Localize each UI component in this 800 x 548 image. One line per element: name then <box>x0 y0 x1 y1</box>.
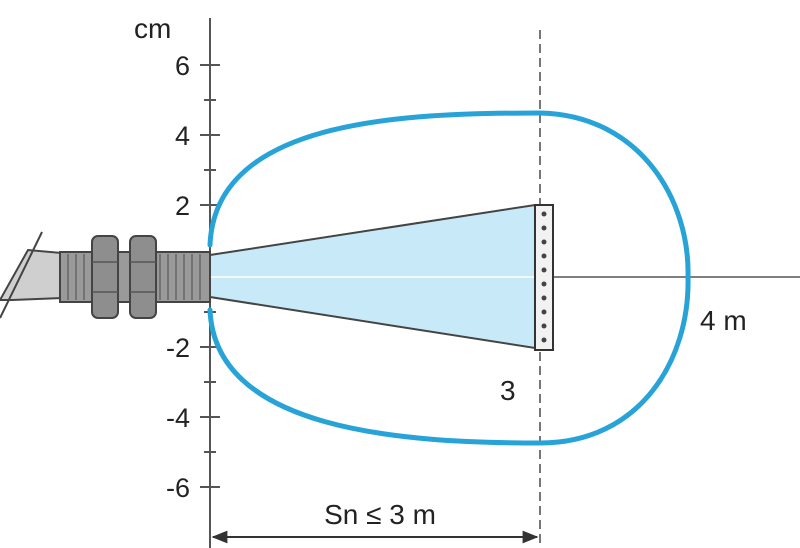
detection-lobe <box>207 110 691 446</box>
y-tick-label: -2 <box>166 333 190 363</box>
unit-label: cm <box>134 13 171 44</box>
y-tick-label: -6 <box>166 473 190 503</box>
y-axis-ticks <box>200 64 220 488</box>
range-label: 4 m <box>700 305 747 336</box>
sensor-body <box>0 231 211 319</box>
y-tick-label: 6 <box>175 51 190 81</box>
dimension-label: Sn ≤ 3 m <box>324 499 436 530</box>
y-tick-label: 4 <box>175 121 190 151</box>
marker-label: 3 <box>500 375 516 406</box>
y-tick-label: -4 <box>166 403 190 433</box>
reflector-target <box>534 204 554 351</box>
y-tick-label: 2 <box>175 191 190 221</box>
